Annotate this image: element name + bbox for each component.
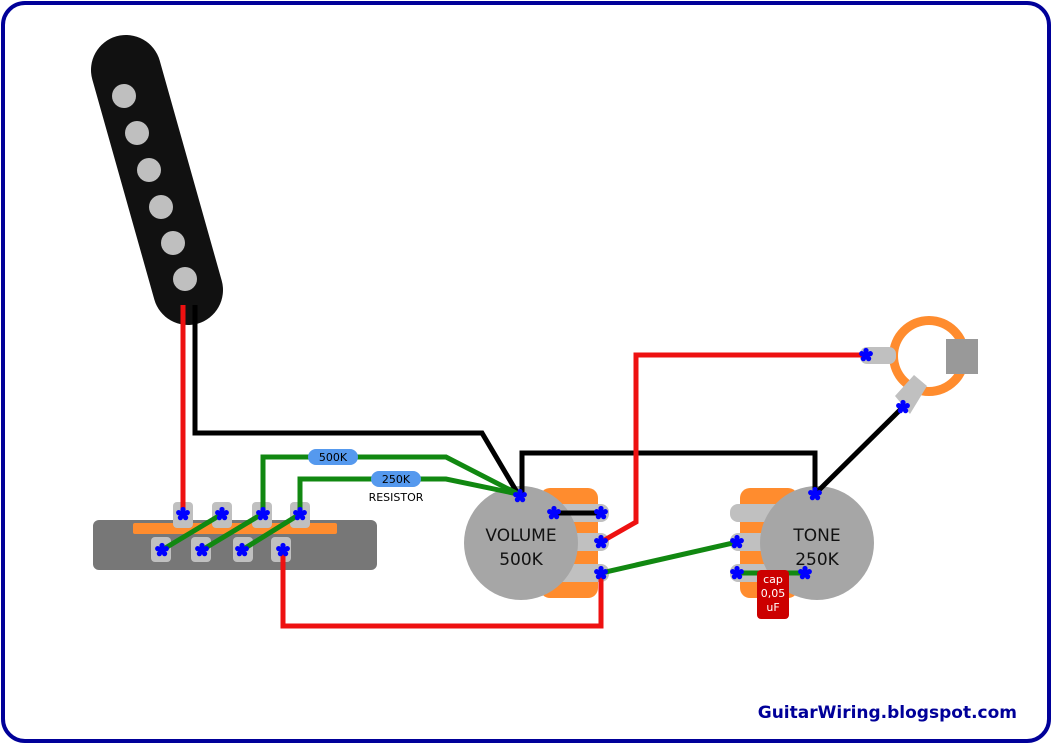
tone-pot-label: TONE xyxy=(792,526,840,546)
pole-piece xyxy=(173,267,197,291)
capacitor-label-line1: cap xyxy=(763,573,783,586)
volume-pot-label: VOLUME xyxy=(485,526,556,546)
tone-pot-value: 250K xyxy=(795,550,839,570)
capacitor-label-line3: uF xyxy=(766,601,779,614)
single-coil-pickup xyxy=(91,35,223,325)
jack-sleeve xyxy=(946,339,978,374)
pole-piece xyxy=(137,158,161,182)
pickup-ground-wire xyxy=(192,305,521,496)
resistor-250k-label: 250K xyxy=(382,473,411,486)
volume-output-wire xyxy=(599,352,866,545)
switch-output-wire xyxy=(280,550,604,629)
pole-piece xyxy=(149,195,173,219)
switch-jumper xyxy=(160,511,224,553)
switch-jumper xyxy=(200,511,264,553)
tone-capacitor: cap 0,05 uF xyxy=(757,570,789,619)
tone-input-wire xyxy=(600,539,738,576)
pole-piece xyxy=(125,121,149,145)
jack-ground-wire xyxy=(813,405,905,496)
pole-piece xyxy=(112,84,136,108)
capacitor-label-line2: 0,05 xyxy=(761,587,786,600)
website-credit: GuitarWiring.blogspot.com xyxy=(758,703,1017,723)
volume-pot: VOLUME 500K xyxy=(464,486,609,600)
resistor-500k: 500K xyxy=(308,449,358,465)
resistor-500k-label: 500K xyxy=(319,451,348,464)
pole-piece xyxy=(161,231,185,255)
switch-jumper xyxy=(240,511,302,553)
volume-pot-value: 500K xyxy=(499,550,543,570)
pot-ground-wire xyxy=(519,450,818,494)
tone-pot: TONE 250K xyxy=(730,486,874,600)
resistor-caption: RESISTOR xyxy=(369,491,424,504)
resistor-250k: 250K xyxy=(371,471,421,487)
